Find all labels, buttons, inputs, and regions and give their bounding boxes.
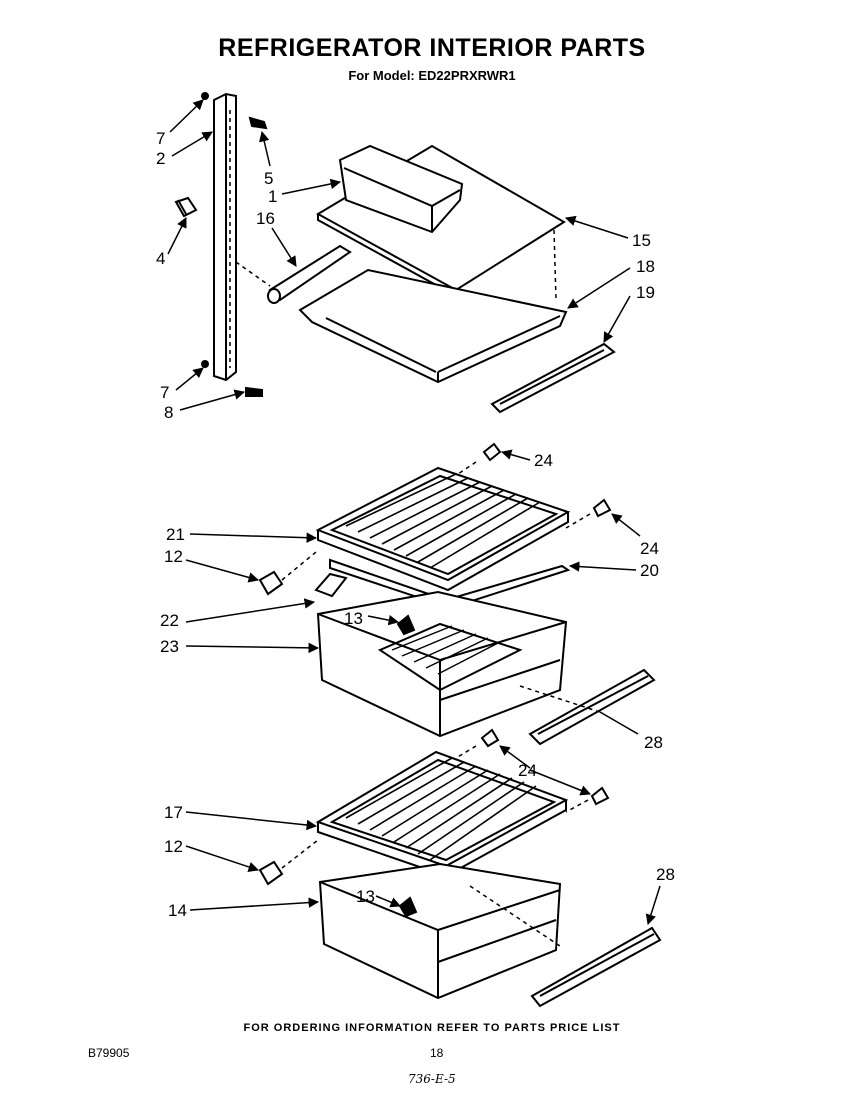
callout-labels: 7 2 5 1 16 4 15 18 19 7 8 24 21 24 12 20… [156, 129, 675, 920]
shelf-rail-assembly [174, 92, 268, 397]
page-title: REFRIGERATOR INTERIOR PARTS [218, 34, 646, 62]
callout-21: 21 [166, 525, 185, 544]
callout-22: 22 [160, 611, 179, 630]
callout-13-a: 13 [344, 609, 363, 628]
callout-24-a: 24 [534, 451, 553, 470]
callout-12-b: 12 [164, 837, 183, 856]
callout-2: 2 [156, 149, 165, 168]
callout-20: 20 [640, 561, 659, 580]
callout-7-bottom: 7 [160, 383, 169, 402]
callout-7-top: 7 [156, 129, 165, 148]
callout-12-a: 12 [164, 547, 183, 566]
callout-19: 19 [636, 283, 655, 302]
callout-28-a: 28 [644, 733, 663, 752]
crisper-drawer-upper [316, 590, 656, 746]
callout-23: 23 [160, 637, 179, 656]
crisper-cover-lower [258, 728, 610, 886]
page-number: 18 [430, 1046, 444, 1060]
callout-8: 8 [164, 403, 173, 422]
callout-16: 16 [256, 209, 275, 228]
ordering-info-note: FOR ORDERING INFORMATION REFER TO PARTS … [243, 1022, 621, 1034]
callout-15: 15 [632, 231, 651, 250]
callout-24-c: 24 [518, 761, 537, 780]
callout-17: 17 [164, 803, 183, 822]
callout-14: 14 [168, 901, 187, 920]
callout-13-b: 13 [356, 887, 375, 906]
leader-lines [167, 99, 661, 926]
crisper-cover-upper [258, 442, 612, 610]
model-subtitle: For Model: ED22PRXRWR1 [348, 68, 516, 83]
callout-4: 4 [156, 249, 165, 268]
callout-28-b: 28 [656, 865, 675, 884]
callout-1: 1 [268, 187, 277, 206]
document-number: B79905 [88, 1046, 130, 1060]
callout-24-b: 24 [640, 539, 659, 558]
callout-5: 5 [264, 169, 273, 188]
handwritten-note: 736-E-5 [408, 1072, 456, 1086]
crisper-drawer-lower [318, 862, 662, 1008]
callout-18: 18 [636, 257, 655, 276]
deli-pan-and-shelf [235, 144, 616, 414]
